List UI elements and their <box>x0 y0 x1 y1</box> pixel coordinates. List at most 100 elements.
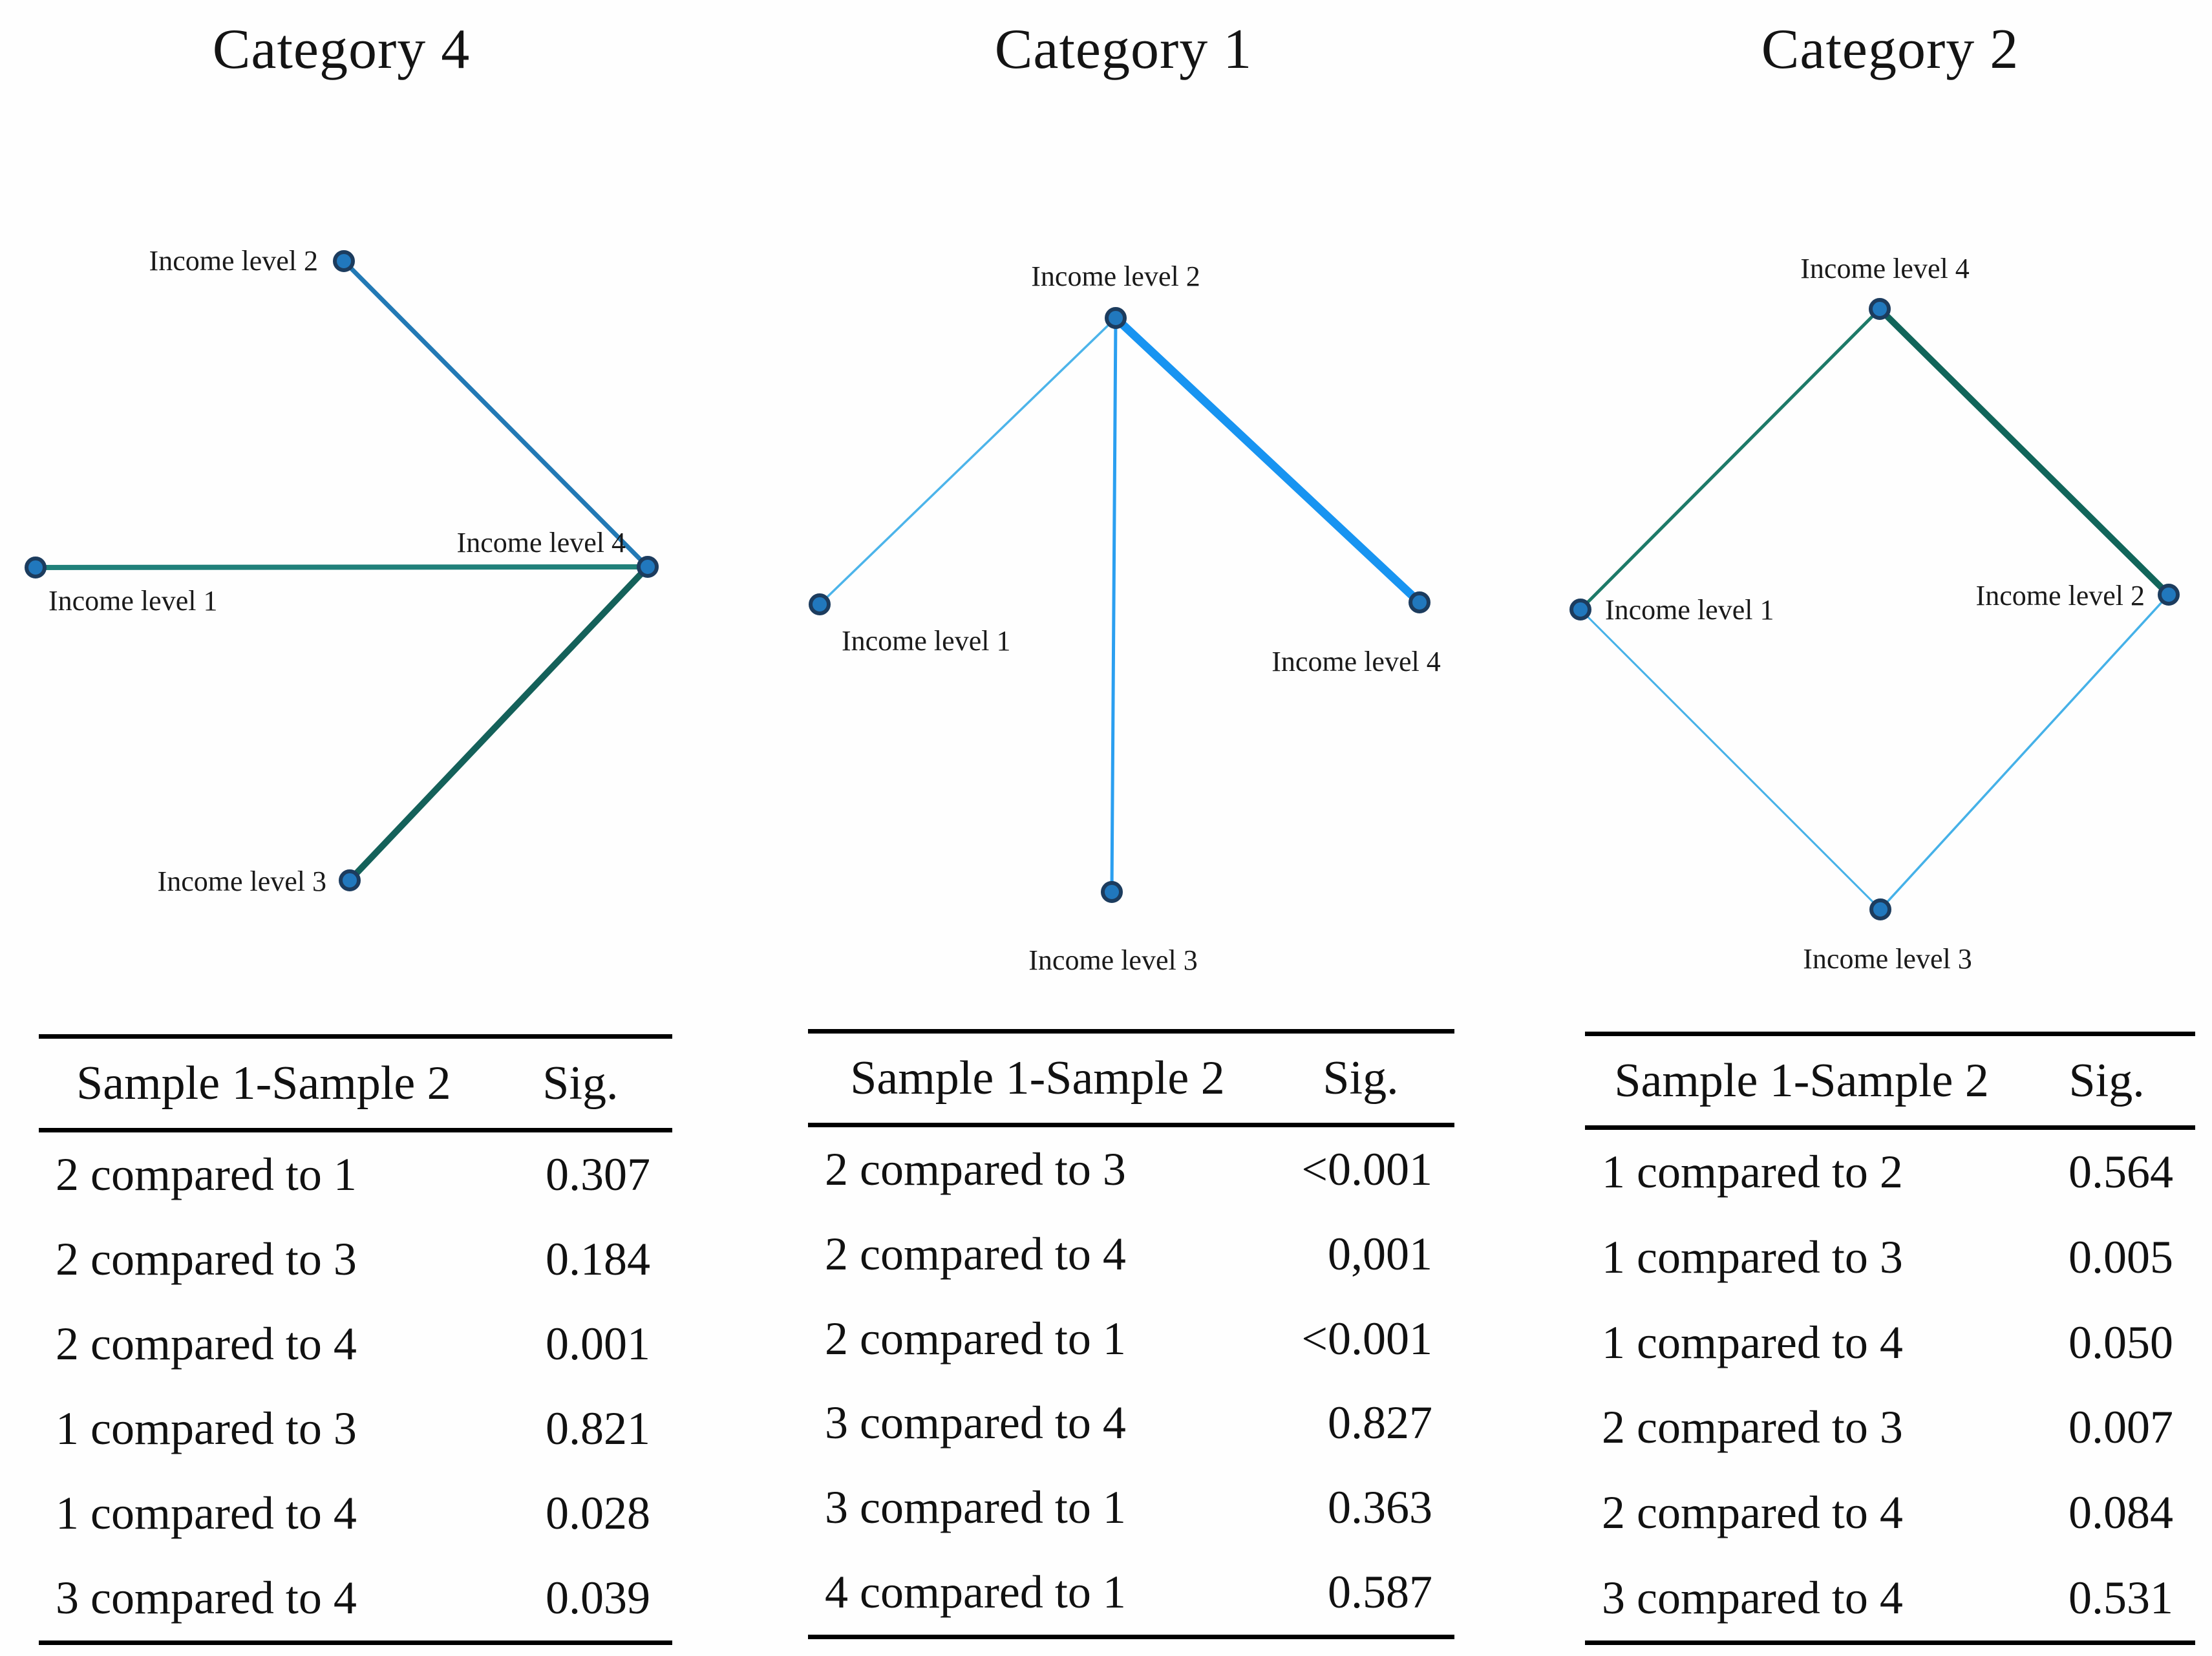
pair-cell: 1 compared to 2 <box>1602 1146 1903 1198</box>
edge-category-1-income-level-2-income-level-4 <box>1111 313 1424 607</box>
pair-cell: 2 compared to 3 <box>1602 1401 1903 1454</box>
table-row-category-2-5: 3 compared to 4 0.531 <box>1585 1555 2195 1640</box>
sig-value-cell: 0.307 <box>545 1149 650 1200</box>
pair-cell: 3 compared to 4 <box>1602 1571 1903 1624</box>
node-category-4-income-level-2 <box>333 250 355 272</box>
pair-cell: 1 compared to 4 <box>1602 1316 1903 1368</box>
panel-title-category-4: Category 4 <box>212 18 471 81</box>
pair-cell: 2 compared to 1 <box>56 1149 357 1200</box>
table-row-category-2-3: 2 compared to 3 0.007 <box>1585 1385 2195 1470</box>
pair-cell: 1 compared to 3 <box>56 1403 357 1454</box>
sig-value-cell: 0.050 <box>2068 1316 2173 1368</box>
edge-category-1-income-level-2-income-level-1 <box>818 317 1117 606</box>
table-row-category-4-3: 1 compared to 3 0.821 <box>39 1386 672 1471</box>
table-row-category-2-2: 1 compared to 4 0.050 <box>1585 1300 2195 1385</box>
sig-value-cell: 0.827 <box>1328 1397 1432 1449</box>
table-row-category-1-4: 3 compared to 1 0.363 <box>808 1465 1454 1550</box>
node-label-category-1-income-level-4: Income level 4 <box>1271 646 1440 677</box>
header-sample-pair: Sample 1-Sample 2 <box>76 1056 451 1110</box>
table-header-row: Sample 1-Sample 2 Sig. <box>808 1034 1454 1127</box>
edge-category-4-income-level-1-income-level-4 <box>33 564 650 570</box>
sig-value-cell: <0.001 <box>1301 1312 1432 1364</box>
table-row-category-4-2: 2 compared to 4 0.001 <box>39 1302 672 1386</box>
pair-cell: 3 compared to 1 <box>825 1481 1126 1534</box>
node-label-category-1-income-level-1: Income level 1 <box>842 625 1010 657</box>
node-label-category-1-income-level-3: Income level 3 <box>1028 944 1197 976</box>
node-label-category-4-income-level-2: Income level 2 <box>149 245 318 277</box>
node-category-1-income-level-1 <box>809 593 831 615</box>
sig-value-cell: 0.587 <box>1328 1566 1432 1619</box>
header-sig: Sig. <box>2068 1054 2145 1107</box>
sig-value-cell: 0.001 <box>545 1318 650 1370</box>
edge-category-1-income-level-2-income-level-3 <box>1110 316 1118 894</box>
pair-cell: 2 compared to 4 <box>1602 1487 1903 1539</box>
edge-category-2-income-level-4-income-level-2 <box>1877 306 2172 598</box>
table-row-category-2-1: 1 compared to 3 0.005 <box>1585 1215 2195 1300</box>
node-label-category-4-income-level-1: Income level 1 <box>48 585 217 617</box>
pair-cell: 3 compared to 4 <box>56 1572 357 1624</box>
node-category-4-income-level-1 <box>25 557 47 579</box>
pair-cell: 1 compared to 4 <box>56 1487 357 1539</box>
node-label-category-2-income-level-4: Income level 4 <box>1800 253 1969 284</box>
edge-category-2-income-level-3-income-level-2 <box>1879 593 2170 911</box>
panel-title-category-1: Category 1 <box>994 18 1253 81</box>
node-label-category-2-income-level-1: Income level 1 <box>1605 594 1774 626</box>
table-row-category-1-2: 2 compared to 1 <0.001 <box>808 1297 1454 1381</box>
node-label-category-4-income-level-3: Income level 3 <box>158 865 326 897</box>
table-row-category-1-1: 2 compared to 4 0,001 <box>808 1212 1454 1297</box>
sig-value-cell: 0.005 <box>2068 1231 2173 1283</box>
panel-title-category-2: Category 2 <box>1761 18 2019 81</box>
pair-cell: 2 compared to 3 <box>56 1233 357 1285</box>
sig-value-cell: 0.363 <box>1328 1481 1432 1534</box>
table-row-category-1-0: 2 compared to 3 <0.001 <box>808 1127 1454 1212</box>
node-label-category-2-income-level-2: Income level 2 <box>1976 580 2145 611</box>
node-category-1-income-level-4 <box>1409 591 1430 613</box>
header-sample-pair: Sample 1-Sample 2 <box>850 1051 1225 1105</box>
edge-category-2-income-level-1-income-level-4 <box>1579 307 1882 611</box>
node-category-4-income-level-3 <box>339 869 361 891</box>
table-row-category-4-5: 3 compared to 4 0.039 <box>39 1556 672 1640</box>
node-label-category-2-income-level-3: Income level 3 <box>1803 943 1972 975</box>
node-category-4-income-level-4 <box>637 556 659 578</box>
pair-cell: 2 compared to 4 <box>56 1318 357 1370</box>
edge-category-4-income-level-2-income-level-4 <box>341 259 650 569</box>
edge-category-2-income-level-1-income-level-3 <box>1579 608 1882 911</box>
pair-cell: 2 compared to 1 <box>825 1312 1126 1364</box>
comparison-table-category-4: Sample 1-Sample 2 Sig. 2 compared to 1 0.30… <box>39 1034 672 1645</box>
edge-category-4-income-level-3-income-level-4 <box>346 564 651 884</box>
table-header-row: Sample 1-Sample 2 Sig. <box>39 1039 672 1132</box>
node-category-2-income-level-3 <box>1869 898 1891 920</box>
sig-value-cell: 0.084 <box>2068 1487 2173 1539</box>
sig-value-cell: <0.001 <box>1301 1143 1432 1195</box>
table-row-category-1-5: 4 compared to 1 0.587 <box>808 1550 1454 1635</box>
table-row-category-4-1: 2 compared to 3 0.184 <box>39 1217 672 1302</box>
sig-value-cell: 0.531 <box>2068 1571 2173 1624</box>
sig-value-cell: 0,001 <box>1328 1227 1432 1280</box>
node-category-2-income-level-1 <box>1569 599 1591 621</box>
node-category-2-income-level-2 <box>2158 584 2180 606</box>
sig-value-cell: 0.039 <box>545 1572 650 1624</box>
node-category-2-income-level-4 <box>1869 298 1891 320</box>
node-category-1-income-level-3 <box>1101 881 1123 903</box>
sig-value-cell: 0.007 <box>2068 1401 2173 1454</box>
pair-cell: 2 compared to 3 <box>825 1143 1126 1195</box>
table-row-category-4-0: 2 compared to 1 0.307 <box>39 1132 672 1217</box>
sig-value-cell: 0.184 <box>545 1233 650 1285</box>
node-label-category-4-income-level-4: Income level 4 <box>457 527 626 558</box>
pair-cell: 2 compared to 4 <box>825 1227 1126 1280</box>
header-sig: Sig. <box>542 1056 619 1110</box>
pair-cell: 1 compared to 3 <box>1602 1231 1903 1283</box>
table-row-category-2-4: 2 compared to 4 0.084 <box>1585 1470 2195 1556</box>
node-label-category-1-income-level-2: Income level 2 <box>1031 260 1200 292</box>
sig-value-cell: 0.821 <box>545 1403 650 1454</box>
sig-value-cell: 0.028 <box>545 1487 650 1539</box>
header-sig: Sig. <box>1323 1051 1399 1105</box>
comparison-table-category-1: Sample 1-Sample 2 Sig. 2 compared to 3 <0.0… <box>808 1029 1454 1639</box>
pair-cell: 4 compared to 1 <box>825 1566 1126 1619</box>
table-row-category-4-4: 1 compared to 4 0.028 <box>39 1471 672 1556</box>
